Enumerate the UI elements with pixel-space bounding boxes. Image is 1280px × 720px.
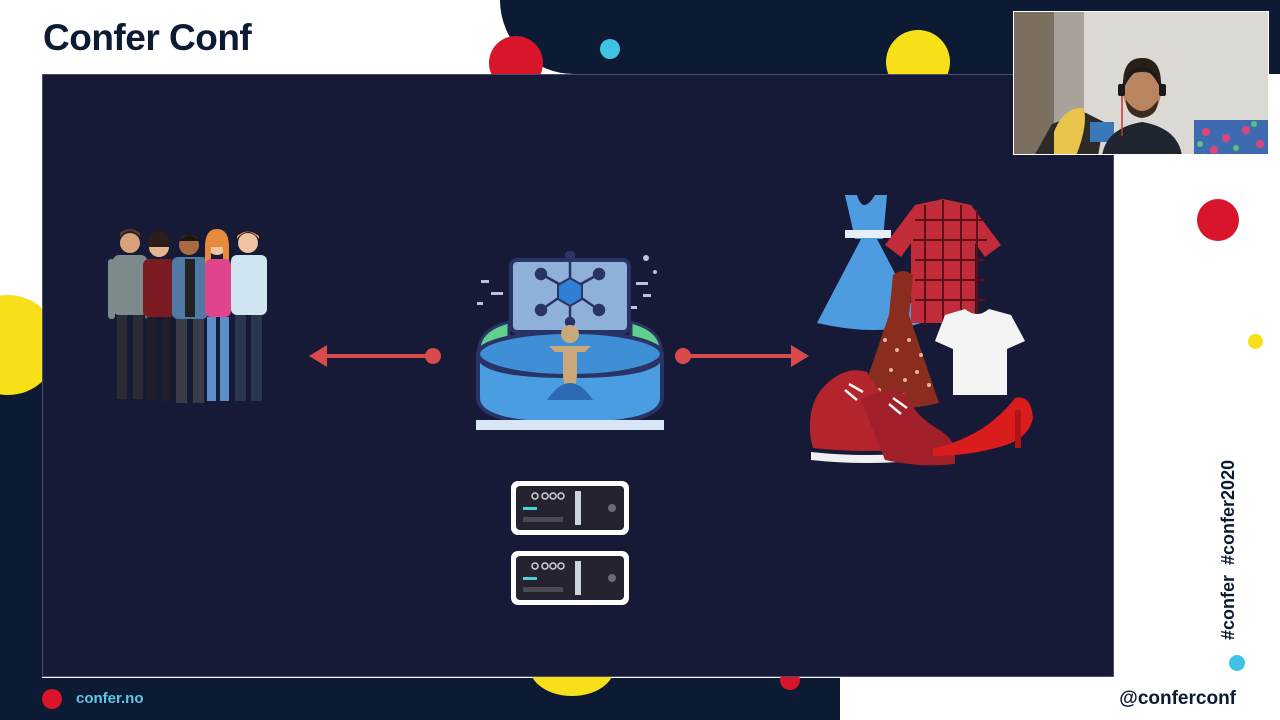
speaker-video-image (1014, 12, 1268, 154)
yellow-dot-right (1248, 334, 1263, 349)
arrow-right-icon (675, 345, 809, 367)
hashtags-vertical: #confer #confer2020 (1218, 459, 1238, 640)
cyan-dot-right (1229, 655, 1245, 671)
webcam-feed (1013, 11, 1269, 155)
slide-canvas (42, 74, 1114, 677)
footer-handle: @conferconf (1119, 688, 1236, 709)
bg-bottom-shape (0, 678, 840, 720)
server-icon (511, 481, 629, 605)
page-title: Confer Conf (43, 17, 252, 58)
clothing-items-icon (809, 195, 1033, 466)
bg-left-strip (0, 380, 42, 680)
ai-platform-icon (476, 250, 664, 430)
footer-site-link[interactable]: confer.no (76, 690, 144, 707)
arrow-left-icon (309, 345, 441, 367)
people-group-icon (108, 229, 267, 403)
red-circle-right (1197, 199, 1239, 241)
cyan-dot-top (600, 39, 620, 59)
red-dot-footer (42, 689, 62, 709)
